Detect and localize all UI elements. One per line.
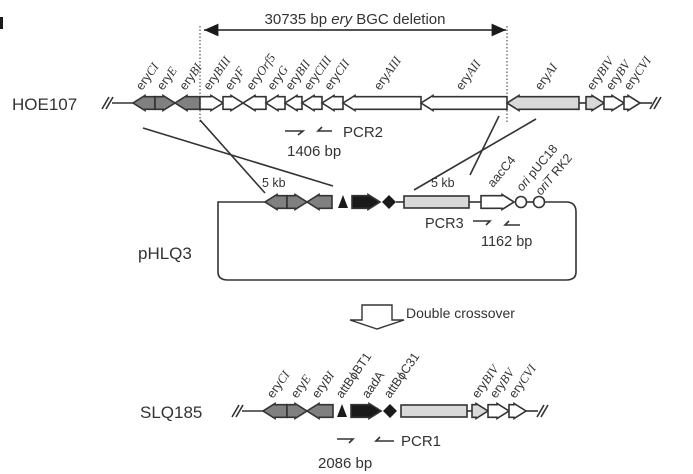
- panel-mark: [0, 17, 3, 29]
- pcr3-forward-primer: [473, 220, 492, 226]
- deletion-bracket: 30735 bp ery BGC deletion: [199, 11, 508, 122]
- gene-arrow-eryBIV: [585, 94, 606, 112]
- gene-arrow-eryAI: [505, 94, 580, 112]
- pcr3-primers: PCR3 1162 bp: [425, 216, 532, 250]
- gene-arrow-eryOrf5: [241, 94, 267, 112]
- homology-lines: [142, 115, 537, 194]
- pcr2-label: PCR2: [343, 124, 383, 141]
- orit-rk2-circle-icon: [532, 195, 546, 209]
- pcr1-primers: PCR1 2086 bp: [318, 433, 441, 472]
- gene-arrow-eryCI: [261, 402, 288, 420]
- plasmid-gene-eryCI: [263, 193, 288, 211]
- gene-label: attBϕC31: [381, 350, 422, 401]
- gene-arrow-eryF: [222, 94, 245, 112]
- gene-arrow-eryAII: [419, 94, 508, 112]
- pcr1-size: 2086 bp: [318, 455, 372, 472]
- chromosome-break-right-icon: [536, 404, 549, 418]
- gene-arrow-eryG: [264, 94, 286, 112]
- pcr2-primers: PCR2 1406 bp: [285, 124, 383, 160]
- slq185-chromosome: [231, 402, 549, 420]
- attB-BT1-triangle-icon: [338, 195, 348, 208]
- attB-C31-diamond-icon: [383, 404, 397, 418]
- plasmid-features: [263, 193, 546, 211]
- attB-C31-diamond-icon: [382, 195, 396, 209]
- gene-arrow-eryBII: [283, 94, 303, 112]
- gene-arrow-eryBV: [603, 94, 626, 112]
- gene-label: eryAII: [453, 57, 484, 93]
- gene-label: eryCI: [264, 368, 293, 401]
- gene-arrow-eryBIV: [471, 402, 490, 420]
- plasmid-right-arm: [403, 195, 470, 209]
- down-arrow-icon: [349, 304, 405, 330]
- plasmid-right-arm-size: 5 kb: [431, 176, 455, 190]
- strain-label-hoe107: HOE107: [12, 95, 77, 114]
- strain-label-slq185: SLQ185: [140, 403, 202, 422]
- gene-arrow-eryBIII: [199, 94, 225, 112]
- gene-label: eryAI: [532, 60, 561, 93]
- gene-arrow-eryCVI: [623, 94, 642, 112]
- pcr2-reverse-primer: [316, 126, 332, 132]
- eryAI-remnant-box: [400, 404, 468, 418]
- chromosome-break-right-icon: [649, 96, 662, 110]
- gene-arrow-eryCI: [131, 94, 156, 112]
- left-homology-line-2: [199, 119, 266, 194]
- deletion-label: 30735 bp ery BGC deletion: [265, 11, 446, 28]
- double-crossover-label: Double crossover: [406, 305, 515, 321]
- pcr2-size: 1406 bp: [287, 143, 341, 160]
- gene-label: eryAIII: [371, 53, 404, 92]
- plasmid-gene-eryBI: [305, 193, 333, 211]
- gene-arrow-eryAIII: [341, 94, 422, 112]
- gene-arrow-aadA: [350, 402, 383, 420]
- hoe107-chromosome: [101, 94, 662, 112]
- gene-arrow-eryE: [286, 402, 309, 420]
- plasmid-backbone: [217, 201, 577, 281]
- plasmid-gene-eryE: [286, 193, 309, 211]
- plasmid-gene-aacC4: [480, 193, 516, 211]
- gene-arrow-eryBI: [305, 402, 334, 420]
- pcr3-reverse-primer: [503, 220, 520, 226]
- gene-label: eryBI: [176, 60, 205, 93]
- left-homology-line-1: [142, 127, 334, 187]
- gene-arrow-eryBI: [173, 94, 201, 112]
- chromosome-break-left-icon: [101, 96, 114, 110]
- pcr1-label: PCR1: [401, 433, 441, 450]
- plasmid-left-arm-size: 5 kb: [262, 176, 286, 190]
- hoe107-gene-labels: eryCIeryEeryBIeryBIIIeryFeryOrf5eryGeryB…: [133, 51, 654, 93]
- gene-arrow-eryE: [154, 94, 177, 112]
- gene-arrow-eryCIII: [300, 94, 323, 112]
- strain-label-phlq3: pHLQ3: [138, 244, 192, 263]
- pcr2-forward-primer: [285, 130, 306, 136]
- right-homology-line-2: [469, 115, 500, 176]
- chromosome-break-left-icon: [231, 404, 244, 418]
- pcr1-forward-primer: [337, 438, 355, 444]
- pcr3-size: 1162 bp: [481, 234, 532, 250]
- right-homology-line-1: [413, 118, 537, 191]
- gene-arrow-eryCII: [320, 94, 344, 112]
- pcr1-reverse-primer: [374, 436, 394, 442]
- ori-puc18-circle-icon: [514, 195, 528, 209]
- plasmid-gene-aadA: [351, 193, 382, 211]
- gene-arrow-eryBV: [487, 402, 511, 420]
- gene-label: eryBI: [309, 368, 338, 401]
- attB-BT1-triangle-icon: [337, 404, 347, 417]
- double-crossover-arrow: Double crossover: [349, 304, 515, 330]
- gene-arrow-eryCVI: [508, 402, 528, 420]
- pcr3-label: PCR3: [425, 216, 464, 232]
